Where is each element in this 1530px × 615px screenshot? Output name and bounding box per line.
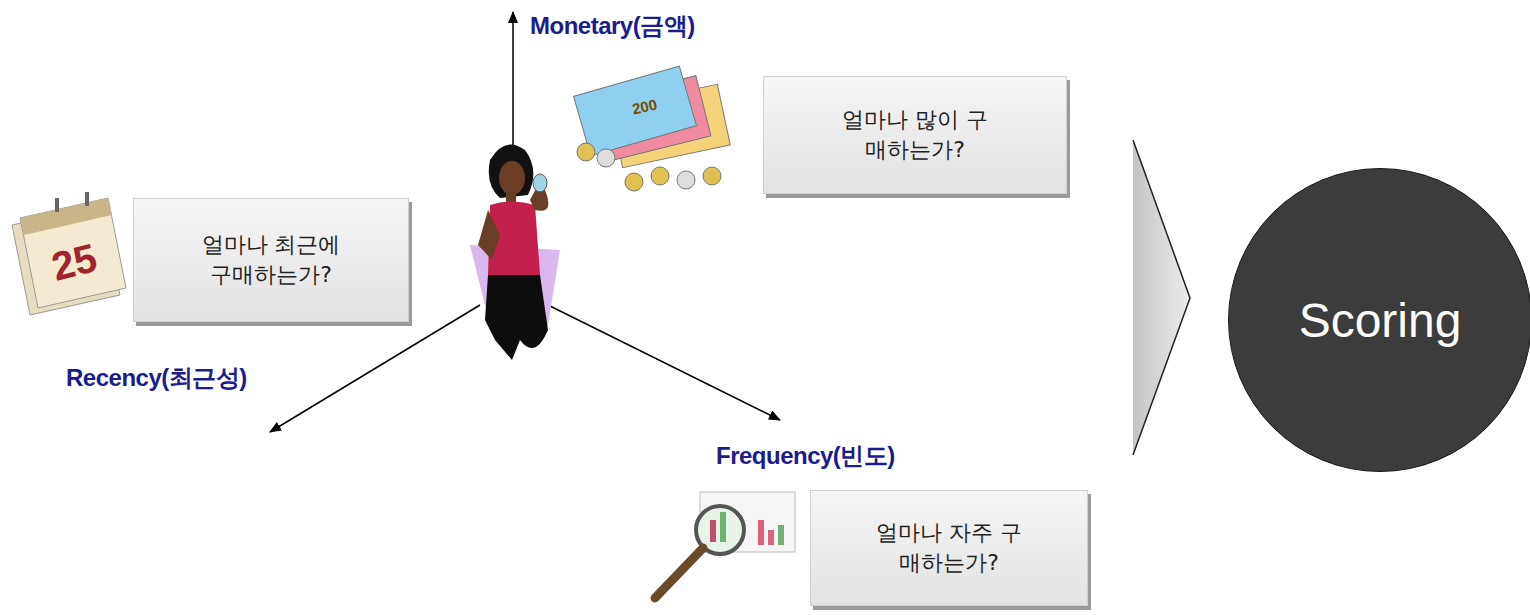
- question-box: 얼마나 많이 구매하는가?: [763, 76, 1067, 194]
- score-circle: Scoring: [1228, 168, 1530, 472]
- axis-line: [548, 305, 780, 420]
- money-icon: [574, 66, 731, 191]
- axis-line: [270, 305, 480, 432]
- node-text: 얼마나 자주 구매하는가?: [867, 518, 1032, 577]
- axis-label: Frequency(빈도): [716, 440, 895, 472]
- calendar-icon: [12, 192, 126, 315]
- node-text: 얼마나 최근에 구매하는가?: [189, 230, 354, 289]
- question-box: 얼마나 최근에 구매하는가?: [133, 198, 409, 322]
- woman-figure: [470, 144, 560, 360]
- axis-label: Monetary(금액): [530, 10, 695, 42]
- axis-label: Recency(최근성): [66, 362, 247, 394]
- chevron-arrow: [1133, 140, 1190, 455]
- magnifier-icon: [655, 492, 795, 598]
- node-text: Scoring: [1299, 293, 1462, 348]
- question-box: 얼마나 자주 구매하는가?: [810, 490, 1088, 606]
- node-text: 얼마나 많이 구매하는가?: [833, 105, 998, 164]
